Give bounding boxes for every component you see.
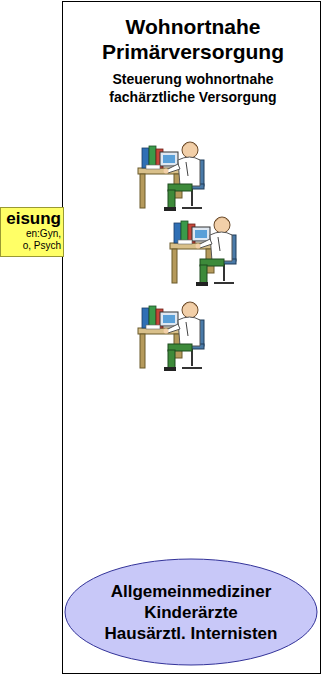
panel-box: Wohnortnahe PrimärversorgungSteuerung wo… [62, 1, 321, 674]
ellipse-node: AllgemeinmedizinerKinderärzteHausärztl. … [64, 558, 318, 666]
note-text: o, Psych [4, 240, 61, 252]
ellipse-line: Hausärztl. Internisten [105, 623, 278, 644]
note-text: en:Gyn, [4, 228, 61, 240]
note-box: eisungen:Gyn,o, Psych [0, 207, 64, 257]
panel-title: Wohnortnahe Primärversorgung [93, 14, 293, 64]
note-heading: eisung [4, 209, 61, 228]
ellipse-text: AllgemeinmedizinerKinderärzteHausärztl. … [105, 581, 278, 644]
panel-subtitle: Steuerung wohnortnahe fachärztliche Vers… [73, 70, 313, 106]
ellipse-line: Allgemeinmediziner [105, 581, 278, 602]
ellipse-line: Kinderärzte [105, 602, 278, 623]
